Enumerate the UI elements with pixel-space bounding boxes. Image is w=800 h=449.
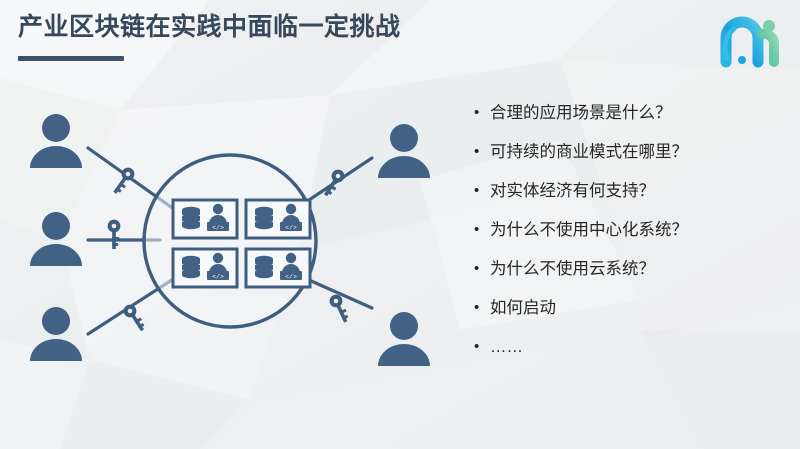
bullet-text: 为什么不使用中心化系统？ [490, 221, 688, 239]
title-underline [18, 55, 124, 61]
peer-person-icon [30, 307, 82, 361]
title-block: 产业区块链在实践中面临一定挑战 [18, 13, 401, 61]
bullet-dot-icon: • [474, 260, 480, 277]
svg-text:</>: </> [285, 274, 297, 281]
bullet-item: • 合理的应用场景是什么？ [470, 100, 790, 139]
svg-text:</>: </> [212, 225, 224, 232]
bullet-item: • 为什么不使用中心化系统？ [470, 217, 790, 256]
ledger-card: </> [244, 198, 312, 240]
key-icon [107, 219, 121, 249]
peer-person-icon [30, 212, 82, 266]
bullet-text: …… [490, 338, 523, 356]
bullet-dot-icon: • [474, 143, 480, 160]
bullet-dot-icon: • [474, 104, 480, 121]
brand-logo-icon [720, 16, 779, 68]
ledger-card: </> [244, 247, 312, 289]
bullet-dot-icon: • [474, 299, 480, 316]
bullet-item: • 为什么不使用云系统？ [470, 256, 790, 295]
key-icon [123, 304, 145, 332]
svg-text:</>: </> [212, 274, 224, 281]
bullet-text: 可持续的商业模式在哪里？ [490, 143, 688, 161]
ledger-card: </> [171, 198, 239, 240]
peer-person-icon [30, 114, 82, 168]
svg-text:</>: </> [285, 225, 297, 232]
blockchain-network-illustration: </> </> [30, 114, 430, 366]
bullet-item: • 对实体经济有何支持？ [470, 178, 790, 217]
bullet-list: • 合理的应用场景是什么？ • 可持续的商业模式在哪里？ • 对实体经济有何支持… [470, 100, 790, 373]
bullet-item: • 可持续的商业模式在哪里？ [470, 139, 790, 178]
bullet-text: 合理的应用场景是什么？ [490, 104, 672, 122]
page-title: 产业区块链在实践中面临一定挑战 [18, 13, 401, 41]
ledger-card: </> [171, 247, 239, 289]
bullet-item: • 如何启动 [470, 295, 790, 334]
bullet-text: 如何启动 [490, 299, 556, 317]
bullet-text: 对实体经济有何支持？ [490, 182, 655, 200]
bullet-dot-icon: • [474, 221, 480, 238]
peer-person-icon [378, 124, 430, 178]
key-icon [329, 294, 349, 323]
bullet-text: 为什么不使用云系统？ [490, 260, 655, 278]
ledger-circle [142, 153, 318, 329]
peer-person-icon [378, 312, 430, 366]
bullet-dot-icon: • [474, 182, 480, 199]
bullet-item: • …… [470, 334, 790, 373]
key-icon [113, 167, 135, 194]
key-icon [323, 169, 345, 197]
bullet-dot-icon: • [474, 338, 480, 355]
